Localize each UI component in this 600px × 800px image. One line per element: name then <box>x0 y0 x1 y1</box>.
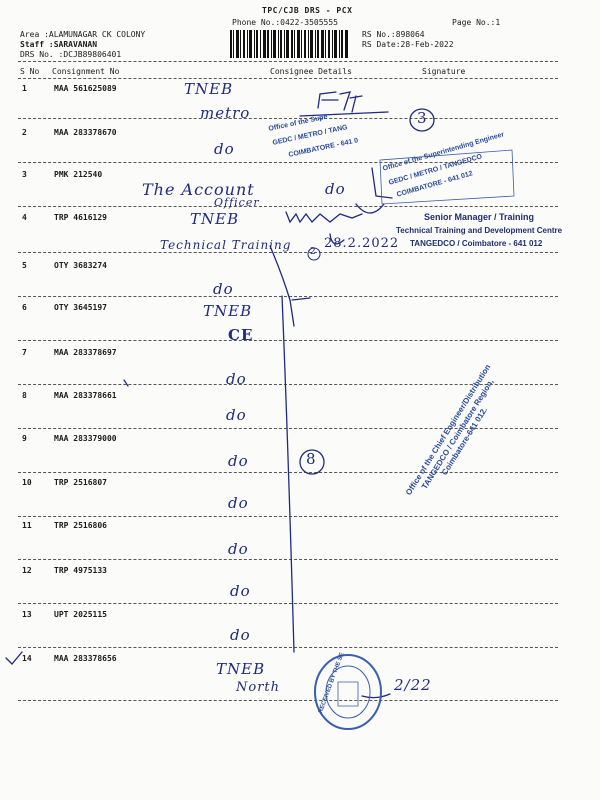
row-divider <box>18 428 558 429</box>
row-consignment: TRP 4975133 <box>54 566 107 575</box>
col-consignee: Consignee Details <box>270 67 352 76</box>
row-consignment: MAA 283378661 <box>54 391 117 400</box>
drs-number: DRS No. :DCJB89806401 <box>20 50 122 59</box>
area-label: Area :ALAMUNAGAR CK COLONY <box>20 30 146 39</box>
row-sno: 10 <box>22 478 32 487</box>
row-consignment: TRP 2516806 <box>54 521 107 530</box>
page-number: Page No.:1 <box>452 18 501 27</box>
handwritten-date: 2/22 <box>394 676 432 694</box>
row-divider <box>18 252 558 253</box>
row-divider <box>18 559 558 560</box>
row-consignment: MAA 283379000 <box>54 434 117 443</box>
phone-number: Phone No.:0422-3505555 <box>232 18 338 27</box>
row-divider <box>18 340 558 341</box>
row-divider <box>18 647 558 648</box>
tdc-stamp-line: Technical Training and Development Centr… <box>396 226 563 235</box>
handwritten-consignee: North <box>236 680 281 695</box>
document-title: TPC/CJB DRS - PCX <box>262 6 353 15</box>
handwritten-consignee: metro <box>200 104 251 122</box>
handwritten-consignee: CE <box>228 326 254 344</box>
col-consignment: Consignment No <box>52 67 120 76</box>
row-sno: 11 <box>22 521 32 530</box>
divider <box>18 61 558 62</box>
rs-number: RS No.:898064 <box>362 30 425 39</box>
row-divider <box>18 384 558 385</box>
row-sno: 12 <box>22 566 32 575</box>
row-sno: 4 <box>22 213 27 222</box>
row-divider <box>18 118 558 119</box>
barcode-image <box>230 30 348 58</box>
row-sno: 8 <box>22 391 27 400</box>
handwritten-ditto: do <box>213 280 234 298</box>
rs-date: RS Date:28-Feb-2022 <box>362 40 454 49</box>
handwritten-ditto: do <box>214 140 235 158</box>
row-divider <box>18 603 558 604</box>
handwritten-ditto: do <box>230 626 251 644</box>
handwritten-consignee: TNEB <box>216 660 266 678</box>
row-consignment: TRP 4616129 <box>54 213 107 222</box>
handwritten-ditto: do <box>228 540 249 558</box>
handwritten-consignee: The Account <box>142 180 255 199</box>
row-sno: 3 <box>22 170 27 179</box>
col-signature: Signature <box>422 67 466 76</box>
staff-label: Staff :SARAVANAN <box>20 40 98 49</box>
handwritten-consignee: TNEB <box>184 80 234 98</box>
row-sno: 2 <box>22 128 27 137</box>
row-divider <box>18 516 558 517</box>
handwritten-consignee: TNEB <box>190 210 240 228</box>
handwritten-consignee: TNEB <box>203 302 253 320</box>
circled-count: 8 <box>306 450 317 468</box>
divider <box>18 78 558 79</box>
handwritten-ditto: do <box>325 180 346 198</box>
row-sno: 9 <box>22 434 27 443</box>
handwritten-ditto: do <box>228 494 249 512</box>
row-consignment: OTY 3645197 <box>54 303 107 312</box>
row-sno: 5 <box>22 261 27 270</box>
row-divider <box>18 700 558 701</box>
row-consignment: MAA 561625089 <box>54 84 117 93</box>
row-divider <box>18 206 558 207</box>
received-seal-stamp <box>314 654 382 730</box>
handwritten-ditto: do <box>226 370 247 388</box>
row-sno: 1 <box>22 84 27 93</box>
row-consignment: OTY 3683274 <box>54 261 107 270</box>
tdc-stamp-line: Senior Manager / Training <box>424 212 535 222</box>
row-divider <box>18 296 558 297</box>
row-sno: 13 <box>22 610 32 619</box>
col-sno: S No <box>20 67 40 76</box>
row-sno: 7 <box>22 348 27 357</box>
handwritten-ditto: do <box>228 452 249 470</box>
row-consignment: PMK 212540 <box>54 170 103 179</box>
row-sno: 6 <box>22 303 27 312</box>
row-consignment: MAA 283378697 <box>54 348 117 357</box>
handwritten-consignee: Officer <box>214 196 260 209</box>
handwritten-ditto: do <box>226 406 247 424</box>
row-consignment: UPT 2025115 <box>54 610 107 619</box>
row-sno: 14 <box>22 654 32 663</box>
handwritten-consignee: Technical Training <box>160 238 292 252</box>
row-consignment: TRP 2516807 <box>54 478 107 487</box>
handwritten-ditto: do <box>230 582 251 600</box>
row-consignment: MAA 283378670 <box>54 128 117 137</box>
tdc-stamp-line: TANGEDCO / Coimbatore - 641 012 <box>410 239 543 248</box>
handwritten-date: 28.2.2022 <box>324 236 400 251</box>
row-consignment: MAA 283378656 <box>54 654 117 663</box>
row-divider <box>18 162 558 163</box>
circled-count: 2 <box>310 247 317 257</box>
circled-count: 3 <box>417 109 428 127</box>
